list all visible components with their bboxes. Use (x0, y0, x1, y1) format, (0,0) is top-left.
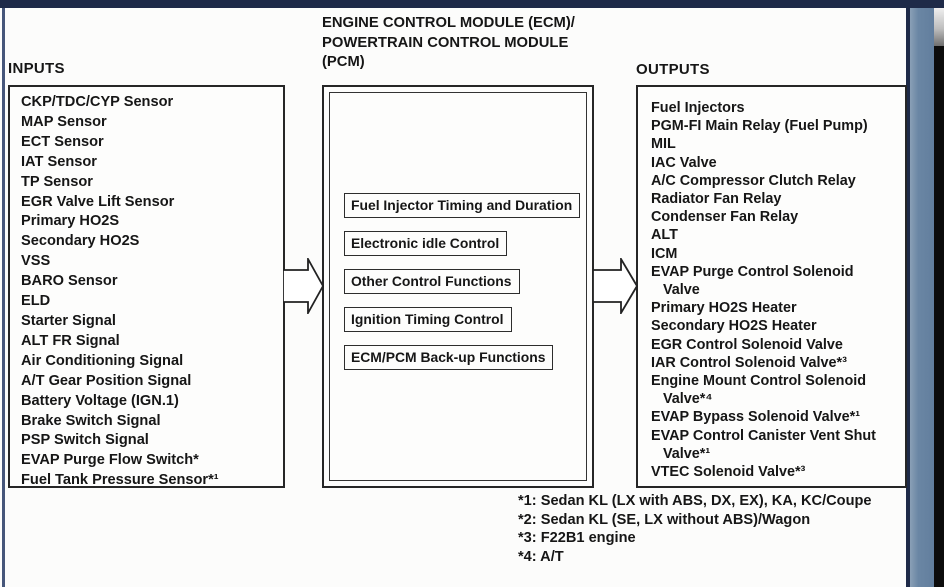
function-box: Electronic idle Control (344, 231, 508, 256)
input-item: BARO Sensor (21, 273, 118, 290)
output-item: MIL (651, 136, 676, 153)
window-top-border (0, 0, 944, 8)
input-item: Fuel Tank Pressure Sensor*¹ (21, 472, 219, 489)
page-left-edge (2, 8, 5, 587)
inputs-to-ecm-arrow-icon (283, 258, 324, 314)
ecm-to-outputs-arrow-icon (593, 258, 638, 314)
ecm-title-line: (PCM) (322, 54, 365, 70)
function-box: Other Control Functions (344, 269, 520, 294)
input-item: Secondary HO2S (21, 233, 140, 250)
inputs-heading: INPUTS (8, 60, 65, 77)
output-item: Radiator Fan Relay (651, 191, 782, 208)
output-item: EVAP Bypass Solenoid Valve*¹ (651, 409, 861, 426)
input-item: Starter Signal (21, 312, 116, 329)
footnotes: *1: Sedan KL (LX with ABS, DX, EX), KA, … (518, 492, 872, 567)
input-item: ALT FR Signal (21, 332, 120, 349)
output-item: A/C Compressor Clutch Relay (651, 172, 856, 189)
footnote-line: *3: F22B1 engine (518, 530, 636, 547)
output-item: Condenser Fan Relay (651, 209, 799, 226)
window-right-border (906, 8, 910, 587)
output-item: ICM (651, 245, 678, 262)
ecm-title-line: ENGINE CONTROL MODULE (ECM)/ (322, 15, 575, 31)
outputs-heading: OUTPUTS (636, 61, 710, 78)
input-item: Brake Switch Signal (21, 412, 161, 429)
input-item: ECT Sensor (21, 133, 104, 150)
input-item: Air Conditioning Signal (21, 352, 184, 369)
input-item: A/T Gear Position Signal (21, 372, 192, 389)
function-box: ECM/PCM Back-up Functions (344, 345, 554, 370)
footnote-line: *1: Sedan KL (LX with ABS, DX, EX), KA, … (518, 493, 872, 509)
output-item: EVAP Control Canister Vent Shut Valve*¹ (651, 427, 876, 462)
input-item: PSP Switch Signal (21, 432, 149, 449)
output-item: Secondary HO2S Heater (651, 318, 817, 335)
input-item: CKP/TDC/CYP Sensor (21, 94, 174, 110)
input-item: MAP Sensor (21, 113, 107, 130)
scrollbar-track[interactable] (910, 8, 934, 587)
footnote-line: *4: A/T (518, 549, 564, 566)
input-item: IAT Sensor (21, 153, 97, 170)
ecm-pcm-title: ENGINE CONTROL MODULE (ECM)/ POWERTRAIN … (322, 14, 575, 73)
output-item: VTEC Solenoid Valve*³ (651, 464, 806, 481)
function-box: Fuel Injector Timing and Duration (344, 193, 581, 218)
output-item: PGM-FI Main Relay (Fuel Pump) (651, 118, 868, 135)
output-item: Engine Mount Control Solenoid Valve*⁴ (651, 373, 867, 408)
ecm-title-line: POWERTRAIN CONTROL MODULE (322, 34, 569, 51)
output-item: EGR Control Solenoid Valve (651, 336, 843, 353)
footnote-line: *2: Sedan KL (SE, LX without ABS)/Wagon (518, 511, 811, 528)
function-box: Ignition Timing Control (344, 307, 512, 332)
output-item: EVAP Purge Control Solenoid Valve (651, 263, 854, 299)
ecm-pcm-inner-box (329, 92, 587, 481)
input-item: EGR Valve Lift Sensor (21, 193, 175, 210)
input-item: EVAP Purge Flow Switch* (21, 452, 199, 469)
output-item: Fuel Injectors (651, 100, 745, 116)
input-item: Battery Voltage (IGN.1) (21, 392, 179, 409)
output-item: Primary HO2S Heater (651, 300, 797, 317)
input-item: Primary HO2S (21, 213, 120, 230)
input-item: VSS (21, 253, 51, 270)
scrollbar-thumb[interactable] (934, 8, 944, 46)
input-item: TP Sensor (21, 173, 93, 190)
window-edge-strip (934, 8, 944, 587)
output-item: IAC Valve (651, 154, 717, 171)
input-item: ELD (21, 293, 51, 310)
output-item: IAR Control Solenoid Valve*³ (651, 354, 847, 371)
output-item: ALT (651, 227, 678, 244)
